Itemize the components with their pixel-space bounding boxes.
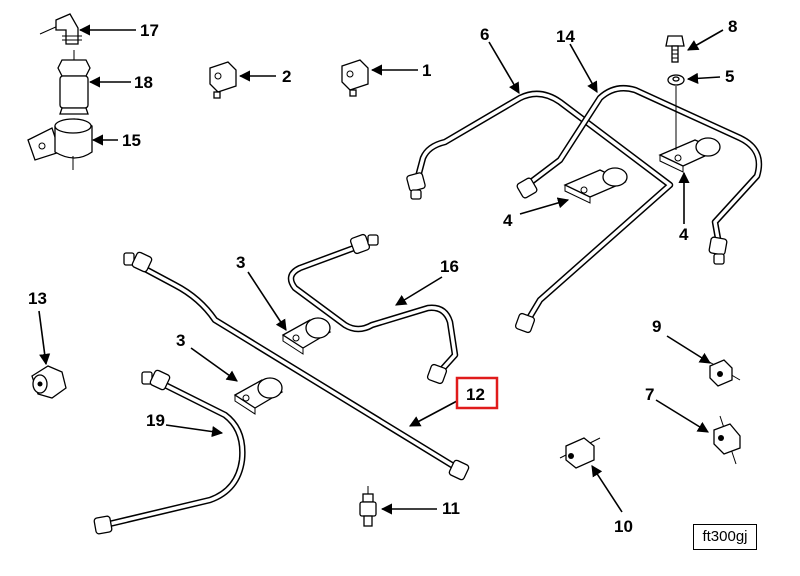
tube-nut-16-top	[349, 233, 379, 255]
tube-nut-6-left	[406, 172, 426, 200]
clamp-4-right	[658, 137, 721, 173]
tube-19	[101, 376, 246, 529]
block-10	[559, 437, 601, 469]
callout-9: 9	[652, 317, 661, 336]
callout-14: 14	[556, 27, 575, 46]
callout-13: 13	[28, 289, 47, 308]
tube-16	[287, 241, 459, 379]
callout-8: 8	[728, 17, 737, 36]
clamp-3-lower	[233, 377, 284, 415]
block-7	[713, 415, 741, 465]
callout-10: 10	[614, 517, 633, 536]
elbow-13	[31, 365, 67, 399]
clamp-4-center	[563, 167, 628, 204]
tube-nut-14-left	[516, 177, 538, 199]
block-9	[705, 359, 741, 387]
bolt-8	[665, 35, 685, 63]
connector-18	[57, 50, 91, 115]
block-1	[341, 59, 369, 97]
tube-nut-12-right	[448, 459, 470, 481]
callout-4-center: 4	[503, 211, 513, 230]
callout-2: 2	[282, 67, 291, 86]
callout-6: 6	[480, 25, 489, 44]
callout-18: 18	[134, 73, 153, 92]
tube-nut-19-top	[141, 369, 171, 391]
callout-5: 5	[725, 67, 734, 86]
tube-nut-6-right	[514, 312, 536, 334]
elbow-17	[39, 13, 82, 45]
callout-16: 16	[440, 257, 459, 276]
callout-11: 11	[442, 499, 460, 518]
callout-1: 1	[422, 61, 431, 80]
callout-15: 15	[122, 131, 141, 150]
callout-3-upper: 3	[236, 253, 245, 272]
clamp-3-upper	[281, 317, 332, 355]
tube-nut-19-bottom	[93, 515, 113, 535]
callout-19: 19	[146, 411, 165, 430]
tube-nut-14-right	[708, 236, 728, 265]
clamp-15	[27, 118, 93, 170]
callout-3-lower: 3	[176, 331, 185, 350]
reference-code: ft300gj	[693, 524, 757, 550]
callout-17: 17	[140, 21, 159, 40]
tube-12	[128, 258, 464, 474]
callout-4-right: 4	[679, 225, 689, 244]
callout-12: 12	[466, 385, 485, 404]
tube-nut-12-left	[123, 251, 153, 273]
fitting-11	[359, 486, 377, 527]
tube-nut-16-bottom	[426, 363, 448, 385]
highlight-box-12	[455, 376, 499, 410]
tube-14	[523, 85, 763, 254]
washer-5	[667, 74, 685, 150]
block-2	[209, 61, 237, 99]
callout-7: 7	[645, 385, 654, 404]
tube-6	[411, 90, 674, 329]
